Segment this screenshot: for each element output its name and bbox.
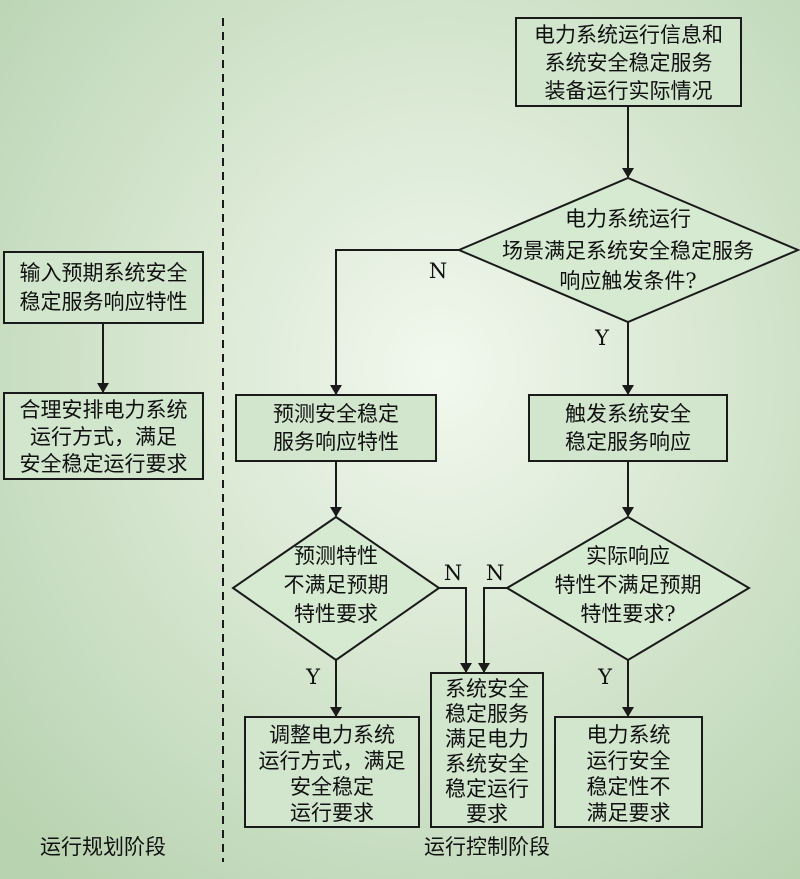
node-decision3-line2: 特性不满足预期: [555, 573, 702, 597]
node-decision3-line1: 实际响应: [586, 544, 670, 568]
node-decision1-line2: 场景满足系统安全稳定服务: [502, 239, 754, 263]
node-decision2: 预测特性 不满足预期 特性要求: [231, 515, 441, 662]
stage-label-planning: 运行规划阶段: [40, 835, 166, 859]
node-middle-line4: 系统安全: [445, 752, 529, 776]
node-top: 电力系统运行信息和 系统安全稳定服务 装备运行实际情况: [515, 17, 742, 107]
label-decision2-yes: Y: [305, 665, 321, 689]
node-input-line1: 输入预期系统安全: [20, 261, 188, 285]
node-decision2-line3: 特性要求: [294, 602, 378, 626]
node-arrange: 合理安排电力系统 运行方式，满足 安全稳定运行要求: [3, 392, 204, 480]
node-predict-line1: 预测安全稳定: [273, 402, 399, 426]
node-middle-line3: 满足电力: [445, 727, 529, 751]
node-top-line3: 装备运行实际情况: [545, 79, 713, 103]
edge-decision1-no: [330, 249, 459, 395]
node-arrange-line2: 运行方式，满足: [30, 425, 177, 449]
node-adjust-line2: 运行方式，满足: [259, 749, 406, 773]
node-decision2-line2: 不满足预期: [284, 573, 389, 597]
node-predict: 预测安全稳定 服务响应特性: [235, 394, 437, 462]
node-decision1-line1: 电力系统运行: [565, 207, 691, 231]
label-decision3-yes: Y: [597, 665, 613, 689]
edge-decision2-no: [439, 587, 472, 673]
node-arrange-line1: 合理安排电力系统: [20, 398, 188, 422]
node-decision3-line3: 特性要求?: [580, 602, 675, 626]
node-decision1-line3: 响应触发条件?: [559, 269, 696, 293]
node-input: 输入预期系统安全 稳定服务响应特性: [3, 251, 204, 324]
node-middle-line5: 稳定运行: [445, 777, 529, 801]
node-top-line2: 系统安全稳定服务: [545, 51, 713, 75]
node-fail: 电力系统 运行安全 稳定性不 满足要求: [554, 716, 703, 828]
node-middle-line6: 要求: [466, 802, 508, 826]
node-decision2-line1: 预测特性: [294, 544, 378, 568]
node-arrange-line3: 安全稳定运行要求: [20, 452, 188, 476]
node-decision3: 实际响应 特性不满足预期 特性要求?: [505, 515, 751, 662]
node-decision1: 电力系统运行 场景满足系统安全稳定服务 响应触发条件?: [456, 176, 800, 324]
label-decision1-yes: Y: [594, 326, 610, 350]
node-adjust-line4: 运行要求: [290, 801, 374, 825]
node-fail-line1: 电力系统: [587, 723, 671, 747]
node-trigger-line2: 稳定服务响应: [565, 430, 691, 454]
node-fail-line4: 满足要求: [587, 801, 671, 825]
node-middle-line1: 系统安全: [445, 677, 529, 701]
node-adjust: 调整电力系统 运行方式，满足 安全稳定 运行要求: [244, 716, 420, 828]
stage-label-control: 运行控制阶段: [424, 835, 550, 859]
label-decision3-no: N: [486, 561, 504, 585]
label-decision1-no: N: [429, 259, 447, 283]
node-middle: 系统安全 稳定服务 满足电力 系统安全 稳定运行 要求: [430, 672, 544, 828]
node-middle-line2: 稳定服务: [445, 702, 529, 726]
edge-decision3-no: [478, 587, 507, 673]
node-trigger: 触发系统安全 稳定服务响应: [528, 394, 728, 462]
label-decision2-no: N: [444, 561, 462, 585]
node-adjust-line1: 调整电力系统: [269, 723, 395, 747]
node-adjust-line3: 安全稳定: [290, 775, 374, 799]
node-top-line1: 电力系统运行信息和: [534, 23, 723, 47]
node-fail-line2: 运行安全: [587, 749, 671, 773]
node-input-line2: 稳定服务响应特性: [20, 290, 188, 314]
node-fail-line3: 稳定性不: [587, 775, 671, 799]
node-predict-line2: 服务响应特性: [273, 430, 399, 454]
node-trigger-line1: 触发系统安全: [565, 402, 691, 426]
